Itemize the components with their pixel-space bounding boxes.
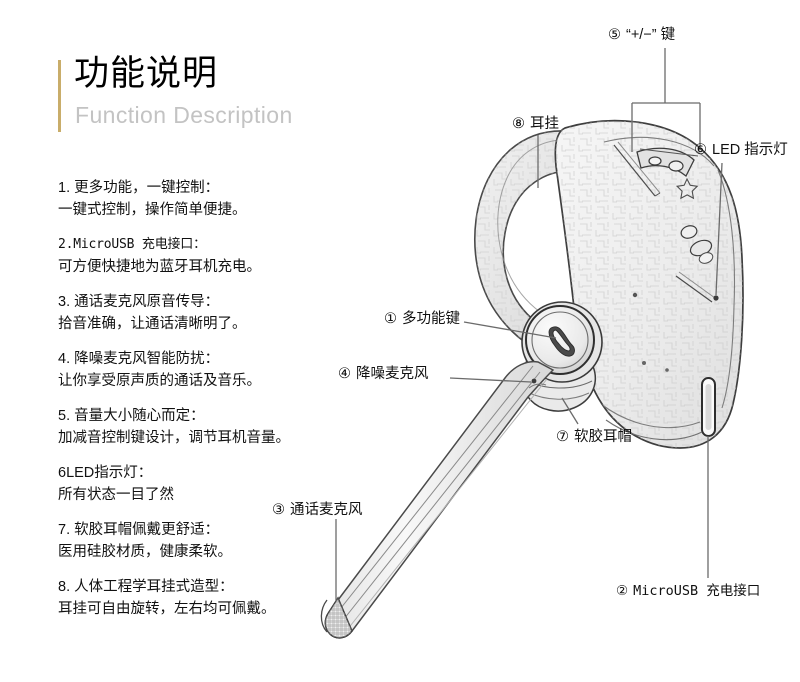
feature-heading: 3. 通话麦克风原音传导： [58,294,220,310]
callout-text: 多功能键 [402,311,460,327]
callout-label-4: ④ 降噪麦克风 [338,367,429,382]
callout-number: ⑤ [608,27,621,43]
callout-number: ⑦ [556,429,569,445]
callout-number: ② [616,583,629,599]
leader-line-7 [561,397,579,425]
feature-heading: 7. 软胶耳帽佩戴更舒适： [58,522,220,538]
callout-text: 通话麦克风 [290,502,363,518]
callout-label-3: ③ 通话麦克风 [272,503,363,518]
shell-pinholes [632,292,669,372]
feature-heading: 4. 降噪麦克风智能防扰： [58,351,220,367]
feature-body: 加减音控制键设计，调节耳机音量。 [58,430,290,446]
feature-heading: 6LED指示灯： [58,465,153,481]
callout-text: MicroUSB 充电接口 [633,583,761,599]
feature-list: 1. 更多功能，一键控制： 一键式控制，操作简单便捷。 2.MicroUSB 充… [58,177,323,633]
page-header: 功能说明 Function Description [58,54,358,138]
callout-text: 软胶耳帽 [574,429,632,445]
feature-body: 耳挂可自由旋转，左右均可佩戴。 [58,601,276,617]
feature-heading: 8. 人体工程学耳挂式造型： [58,579,234,595]
soft-gel-ear-tip [522,346,597,412]
list-item: 8. 人体工程学耳挂式造型： 耳挂可自由旋转，左右均可佩戴。 [58,576,323,620]
feature-heading: 1. 更多功能，一键控制： [58,180,220,196]
feature-body: 让你享受原声质的通话及音乐。 [58,373,261,389]
list-item: 7. 软胶耳帽佩戴更舒适： 医用硅胶材质，健康柔软。 [58,519,323,563]
callout-number: ④ [338,366,351,382]
led-indicator-point [713,295,719,301]
shell-seam [613,141,661,197]
callout-number: ③ [272,502,285,518]
list-item: 4. 降噪麦克风智能防扰： 让你享受原声质的通话及音乐。 [58,348,323,392]
shell-detail-ovals [675,225,716,303]
feature-body: 医用硅胶材质，健康柔软。 [58,544,232,560]
callout-text: “+/−” 键 [626,27,676,43]
ear-hook-shape [473,130,577,350]
feature-body: 所有状态一目了然 [58,487,174,503]
callout-number: ⑧ [512,116,525,132]
callout-label-7: ⑦ 软胶耳帽 [556,430,632,445]
leader-line-4 [449,377,532,383]
multifunction-button[interactable] [521,301,603,383]
page-subtitle: Function Description [75,102,293,128]
noise-cancel-mic-hole [531,378,537,384]
callout-text: LED 指示灯 [712,142,788,158]
callout-text: 耳挂 [530,116,559,132]
callout-label-5: ⑤ “+/−” 键 [608,28,675,43]
headset-body-shell [554,119,744,449]
callout-label-6: ⑥ LED 指示灯 [694,143,788,158]
leader-line-6 [715,162,723,296]
feature-heading: 5. 音量大小随心而定： [58,408,205,424]
callout-label-8: ⑧ 耳挂 [512,117,559,132]
callout-label-1: ① 多功能键 [384,312,460,327]
list-item: 2.MicroUSB 充电接口： 可方便快捷地为蓝牙耳机充电。 [58,234,323,278]
callout-number: ① [384,311,397,327]
list-item: 6LED指示灯： 所有状态一目了然 [58,462,323,506]
feature-body: 可方便快捷地为蓝牙耳机充电。 [58,259,261,275]
microusb-port [701,377,716,437]
shell-marking-icon [675,177,699,200]
feature-heading: 2.MicroUSB 充电接口： [58,237,206,252]
feature-body: 一键式控制，操作简单便捷。 [58,202,247,218]
volume-rocker-keys[interactable] [636,147,699,178]
list-item: 3. 通话麦克风原音传导： 拾音准确，让通话清晰明了。 [58,291,323,335]
feature-body: 拾音准确，让通话清晰明了。 [58,316,247,332]
callout-number: ⑥ [694,142,707,158]
callout-text: 降噪麦克风 [356,366,429,382]
call-microphone-mesh [320,596,353,639]
header-accent-bar [58,60,61,132]
list-item: 5. 音量大小随心而定： 加减音控制键设计，调节耳机音量。 [58,405,323,449]
microphone-boom-arm [324,360,555,639]
leader-line-1 [463,321,557,339]
list-item: 1. 更多功能，一键控制： 一键式控制，操作简单便捷。 [58,177,323,221]
page-title: 功能说明 [74,54,219,93]
